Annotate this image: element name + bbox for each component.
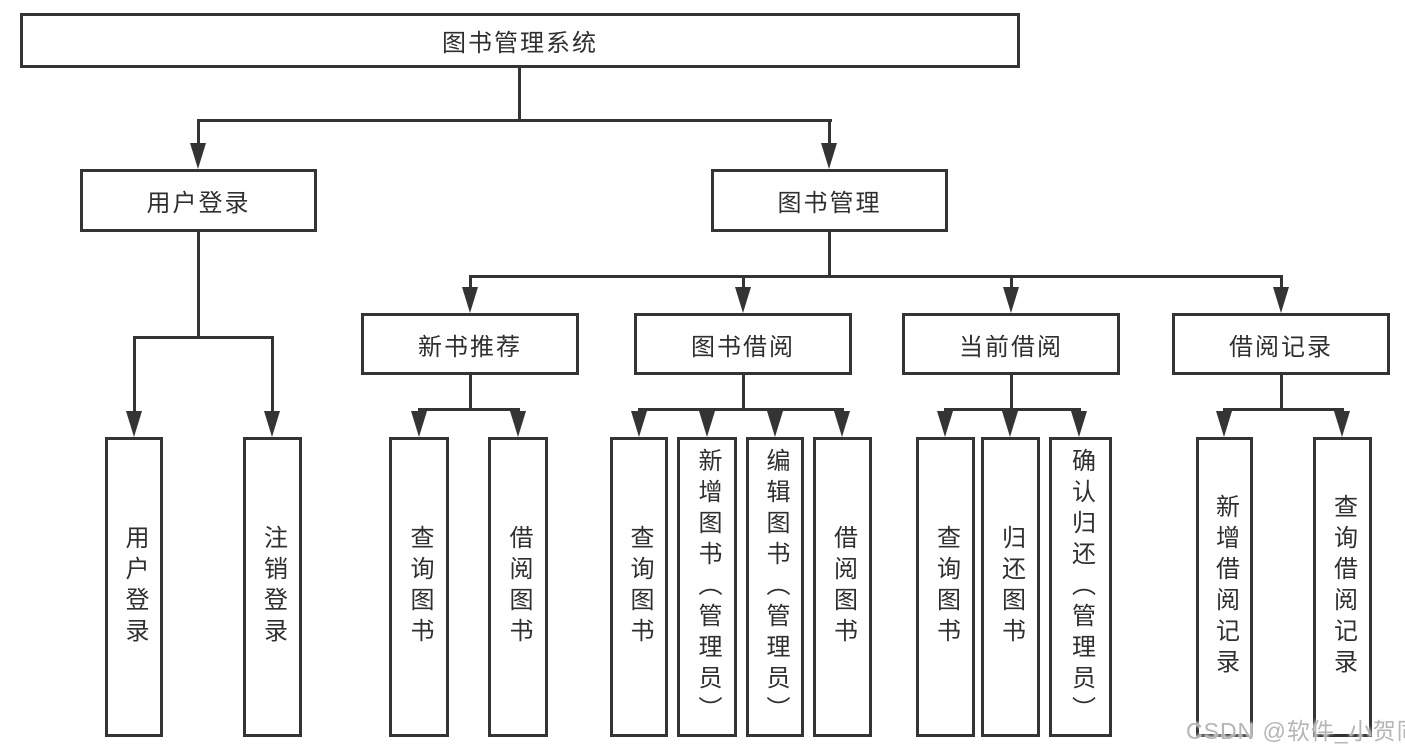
- node-book-management: 图书管理: [711, 169, 948, 232]
- connector-to-borrow-records: [1280, 275, 1283, 289]
- connector-to-book-borrow: [742, 275, 745, 289]
- node-user-login: 用户登录: [80, 169, 317, 232]
- connector-br-branch: [1223, 408, 1344, 411]
- leaf-cb-query-books: 查询图书: [916, 437, 975, 737]
- connector-user-login-stub: [197, 232, 200, 338]
- connector-to-user-login: [197, 119, 200, 146]
- arrowhead-cb-query: [937, 411, 953, 437]
- connector-level3-branch: [469, 275, 1283, 278]
- connector-book-management-stub: [828, 232, 831, 277]
- leaf-bb-borrow-books: 借阅图书: [813, 437, 872, 737]
- connector-to-new-book-recommend: [469, 275, 472, 289]
- arrowhead-new-book-recommend: [462, 287, 478, 313]
- csdn-watermark: CSDN @软件_小贺同学: [1186, 718, 1405, 744]
- connector-nbr-branch: [418, 408, 519, 411]
- arrowhead-borrow-records: [1273, 287, 1289, 313]
- connector-bb-stub: [742, 375, 745, 410]
- leaf-user-login: 用户登录: [105, 437, 163, 737]
- leaf-bb-edit-books-admin: 编辑图书（管理员）: [746, 437, 804, 737]
- leaf-bb-add-books-admin: 新增图书（管理员）: [677, 437, 737, 737]
- leaf-br-add-record: 新增借阅记录: [1196, 437, 1253, 737]
- arrowhead-leaf-logout: [264, 411, 280, 437]
- arrowhead-current-borrow: [1003, 287, 1019, 313]
- arrowhead-book-management: [821, 143, 837, 169]
- arrowhead-cb-confirm: [1071, 411, 1087, 437]
- connector-to-leaf-user-login: [133, 336, 136, 411]
- arrowhead-br-add: [1216, 411, 1232, 437]
- arrowhead-leaf-user-login: [126, 411, 142, 437]
- arrowhead-nbr-query: [411, 411, 427, 437]
- connector-nbr-stub: [469, 375, 472, 410]
- arrowhead-book-borrow: [735, 287, 751, 313]
- node-root: 图书管理系统: [20, 13, 1020, 68]
- connector-br-stub: [1280, 375, 1283, 410]
- arrowhead-cb-return: [1002, 411, 1018, 437]
- connector-to-current-borrow: [1010, 275, 1013, 289]
- connector-cb-stub: [1010, 375, 1013, 410]
- node-book-borrow: 图书借阅: [634, 313, 852, 375]
- arrowhead-nbr-borrow: [510, 411, 526, 437]
- connector-user-login-branch: [133, 336, 274, 339]
- leaf-bb-query-books: 查询图书: [610, 437, 668, 737]
- leaf-logout: 注销登录: [243, 437, 302, 737]
- arrowhead-bb-edit: [767, 411, 783, 437]
- arrowhead-user-login: [190, 143, 206, 169]
- leaf-br-query-record: 查询借阅记录: [1313, 437, 1372, 737]
- node-current-borrow: 当前借阅: [902, 313, 1120, 375]
- node-borrow-records: 借阅记录: [1172, 313, 1390, 375]
- connector-to-book-management: [828, 119, 831, 146]
- leaf-cb-return-books: 归还图书: [981, 437, 1040, 737]
- connector-root-stub: [518, 68, 521, 121]
- leaf-nbr-borrow-books: 借阅图书: [488, 437, 548, 737]
- leaf-nbr-query-books: 查询图书: [389, 437, 449, 737]
- node-new-book-recommend: 新书推荐: [361, 313, 579, 375]
- connector-to-leaf-logout: [271, 336, 274, 411]
- arrowhead-bb-add: [699, 411, 715, 437]
- arrowhead-br-query: [1334, 411, 1350, 437]
- arrowhead-bb-query: [631, 411, 647, 437]
- connector-bb-branch: [638, 408, 844, 411]
- connector-level2-branch: [197, 119, 832, 122]
- leaf-cb-confirm-return-admin: 确认归还（管理员）: [1049, 437, 1112, 737]
- connector-cb-branch: [944, 408, 1081, 411]
- arrowhead-bb-borrow: [834, 411, 850, 437]
